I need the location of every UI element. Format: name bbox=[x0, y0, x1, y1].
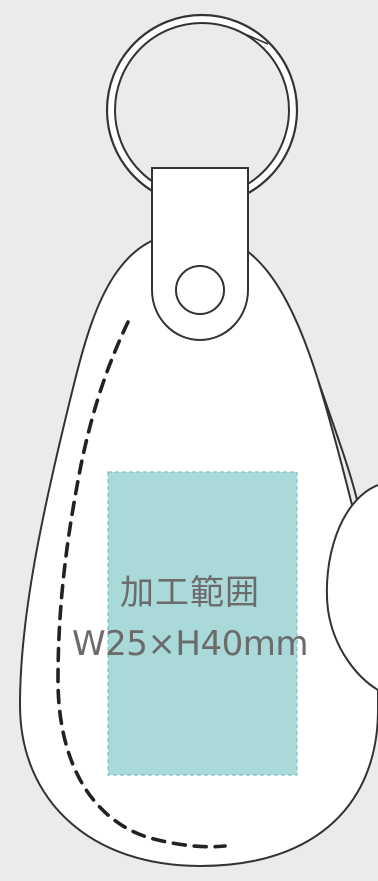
key-ring bbox=[105, 13, 299, 207]
strap-tab bbox=[151, 167, 249, 342]
opener-cutout bbox=[325, 484, 378, 691]
print-area bbox=[107, 471, 298, 776]
print-area-size: W25×H40mm bbox=[72, 624, 308, 664]
print-area-label: 加工範囲 bbox=[120, 573, 260, 613]
stitch-line bbox=[56, 320, 227, 849]
rivet-icon bbox=[175, 265, 225, 315]
